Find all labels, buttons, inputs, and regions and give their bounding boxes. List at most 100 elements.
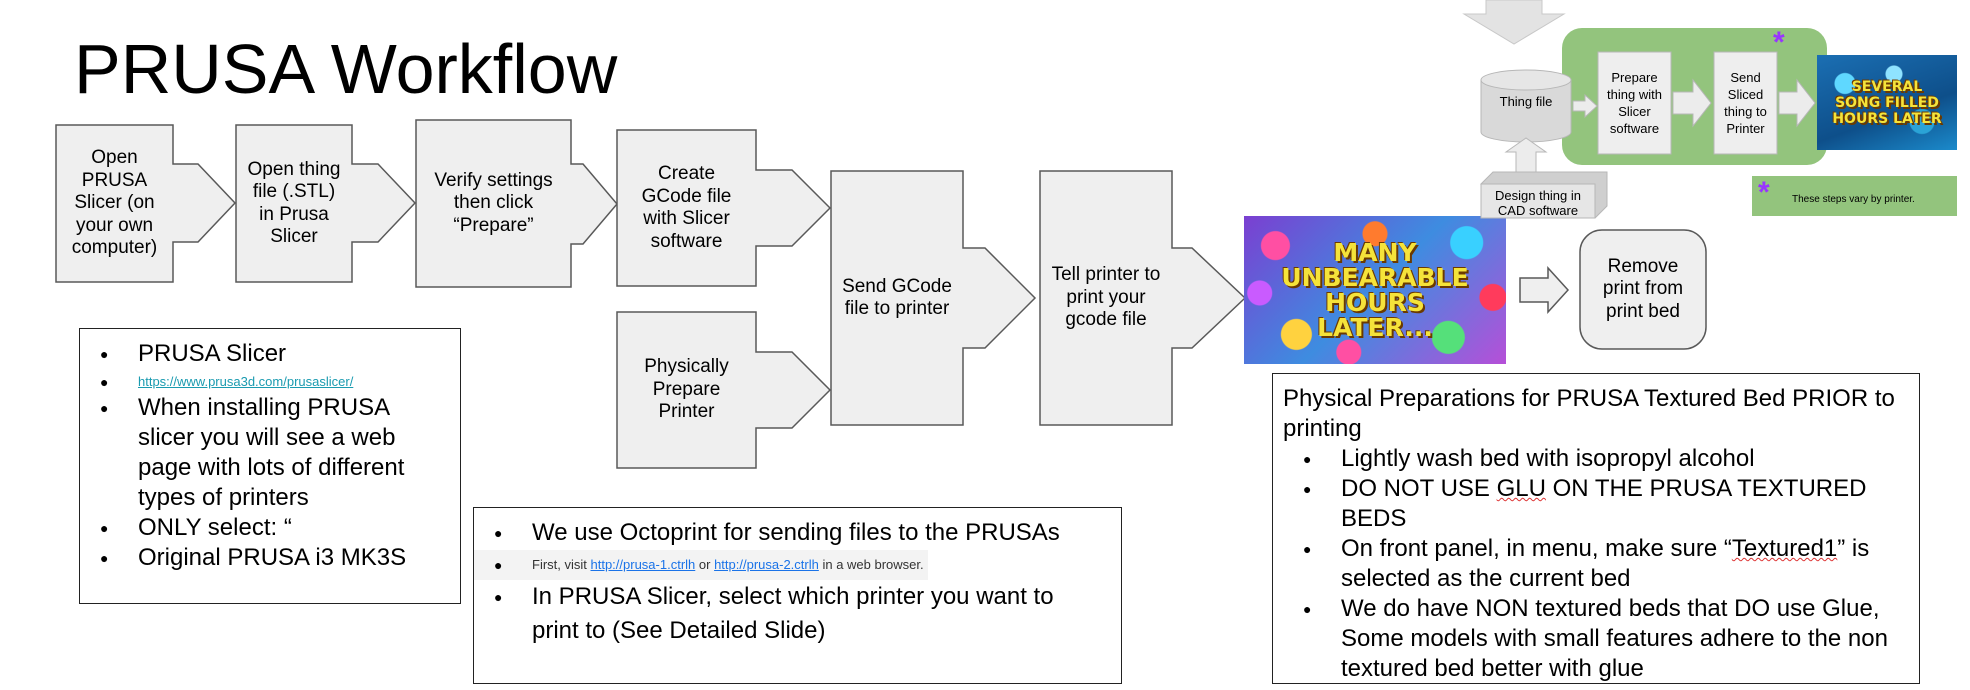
inset-note-asterisk: * — [1758, 176, 1770, 209]
step-line: Open — [91, 147, 138, 169]
list-item: DO NOT USE GLU ON THE PRUSA TEXTURED BED… — [1283, 474, 1899, 534]
list-item: We use Octoprint for sending files to th… — [474, 516, 1101, 550]
list-item: Lightly wash bed with isopropyl alcohol — [1283, 444, 1899, 474]
visit-suffix: in a web browser. — [818, 557, 924, 572]
step-tell-printer: Tell printer to print your gcode file — [1040, 171, 1172, 425]
step-shape-verify — [415, 119, 618, 288]
step-shape-open-slicer — [55, 124, 237, 283]
step-line: print your — [1066, 286, 1146, 308]
slicer-install-note: When installing PRUSA slicer you will se… — [138, 394, 405, 511]
step-line: gcode file — [1065, 309, 1147, 331]
step-shape-prepare-printer — [616, 311, 832, 469]
list-item: Original PRUSA i3 MK3S — [80, 543, 460, 573]
list-item: In PRUSA Slicer, select which printer yo… — [474, 580, 1101, 648]
step-create-gcode: Create GCode file with Slicer software — [617, 130, 756, 286]
arrow-to-remove — [1519, 266, 1570, 314]
prep-heading: Physical Preparations for PRUSA Textured… — [1283, 385, 1895, 442]
prusa-1-link[interactable]: http://prusa-1.ctrlh — [590, 557, 696, 572]
visit-or: or — [695, 557, 715, 572]
step-shape-remove-print — [1579, 229, 1707, 350]
inset-line: software — [1609, 121, 1660, 136]
list-item: https://www.prusa3d.com/prusaslicer/ — [80, 371, 460, 393]
step-line: print bed — [1606, 300, 1680, 322]
step-line: print from — [1602, 278, 1684, 300]
step-line: Printer — [658, 401, 715, 423]
slicer-only-select: ONLY select: “ — [138, 514, 292, 541]
inset-line: Prepare — [1611, 70, 1658, 85]
step-line: Slicer (on — [74, 192, 155, 214]
step-line: “Prepare” — [453, 214, 534, 236]
visit-text: First, visit — [532, 557, 591, 572]
step-line: your own — [75, 214, 154, 236]
slicer-heading: PRUSA Slicer — [138, 340, 287, 367]
banner-line: MANY — [1333, 238, 1417, 267]
inset-thing-file-label: Thing file — [1499, 94, 1553, 109]
step-line: Physically — [644, 356, 729, 378]
slicer-model: Original PRUSA i3 MK3S — [138, 544, 407, 571]
prep-noglu-post: ON THE PRUSA TEXTURED BEDS — [1341, 475, 1867, 532]
inset-prepare-box — [1597, 51, 1672, 155]
banner-line: HOURS — [1325, 288, 1425, 317]
step-line: software — [650, 230, 723, 252]
step-line: file (.STL) — [252, 181, 336, 202]
prep-textured-pre: On front panel, in menu, make sure “ — [1341, 535, 1732, 562]
step-line: Send GCode — [842, 275, 952, 297]
step-line: Tell printer to — [1051, 264, 1161, 286]
prusaslicer-link[interactable]: https://www.prusa3d.com/prusaslicer/ — [138, 374, 354, 389]
prep-textured-post: ” is selected as the current bed — [1341, 535, 1870, 592]
list-item: We do have NON textured beds that DO use… — [1283, 594, 1899, 684]
inset-line: Design thing in — [1495, 188, 1581, 203]
several-hours-later-image: SEVERAL SONG FILLED HOURS LATER — [1817, 55, 1957, 150]
step-open-thing: Open thing file (.STL) in Prusa Slicer — [236, 125, 352, 282]
inset-send-box — [1713, 51, 1778, 155]
octoprint-intro: We use Octoprint for sending files to th… — [532, 519, 1060, 546]
list-item: When installing PRUSA slicer you will se… — [80, 393, 460, 513]
banner-line: HOURS LATER — [1832, 110, 1942, 127]
step-line: Create — [657, 163, 716, 184]
inset-note-text: These steps vary by printer. — [1792, 194, 1915, 205]
step-line: with Slicer — [643, 208, 730, 229]
prusa-2-link[interactable]: http://prusa-2.ctrlh — [714, 557, 819, 572]
prep-noglu-word: GLU — [1496, 475, 1546, 502]
inset-line: Slicer — [1618, 104, 1651, 119]
banner-line: UNBEARABLE — [1281, 263, 1469, 292]
step-line: Prepare — [652, 378, 721, 400]
inset-line: thing with — [1607, 87, 1662, 102]
inset-prepare-label: Prepare thing with Slicer software — [1598, 52, 1671, 154]
step-line: file to printer — [844, 298, 950, 319]
step-line: Remove — [1607, 255, 1679, 277]
octoprint-box: We use Octoprint for sending files to th… — [473, 507, 1122, 684]
inset-line: CAD software — [1497, 203, 1579, 218]
step-shape-send-gcode — [830, 170, 1037, 426]
banner-line: SONG FILLED — [1835, 94, 1939, 111]
inset-line: Sliced — [1727, 87, 1764, 102]
slicer-info-box: PRUSA Slicer https://www.prusa3d.com/pru… — [79, 328, 461, 604]
step-line: then click — [453, 192, 534, 214]
step-line: Verify settings — [434, 169, 553, 191]
inset-arrow-down — [1462, 0, 1566, 45]
inset-note-box — [1752, 176, 1957, 216]
prep-wash: Lightly wash bed with isopropyl alcohol — [1341, 445, 1755, 472]
many-hours-later-image: MANY UNBEARABLE HOURS LATER... — [1244, 216, 1506, 364]
inset-design-label: Design thing in CAD software — [1481, 184, 1595, 218]
step-shape-tell-printer — [1039, 170, 1247, 426]
step-line: computer) — [71, 237, 158, 259]
step-shape-create-gcode — [616, 129, 832, 287]
step-line: Open thing — [247, 158, 341, 180]
list-item: PRUSA Slicer — [80, 339, 460, 369]
step-open-slicer: Open PRUSA Slicer (on your own computer) — [56, 125, 173, 282]
banner-line: SEVERAL — [1851, 78, 1923, 95]
step-verify: Verify settings then click “Prepare” — [416, 120, 571, 287]
inset-line: Printer — [1726, 121, 1765, 136]
list-item: ONLY select: “ — [80, 513, 460, 543]
prep-textured-word: Textured1 — [1731, 535, 1838, 562]
list-item: First, visit http://prusa-1.ctrlh or htt… — [474, 550, 928, 580]
octoprint-select-printer: In PRUSA Slicer, select which printer yo… — [532, 583, 1054, 644]
prep-nontextured: We do have NON textured beds that DO use… — [1341, 595, 1888, 682]
step-shape-open-thing — [235, 124, 417, 283]
step-line: in Prusa — [259, 203, 329, 225]
prep-noglu-pre: DO NOT USE — [1341, 475, 1497, 502]
step-prepare-printer: Physically Prepare Printer — [617, 312, 756, 468]
banner-line: LATER... — [1317, 313, 1433, 342]
